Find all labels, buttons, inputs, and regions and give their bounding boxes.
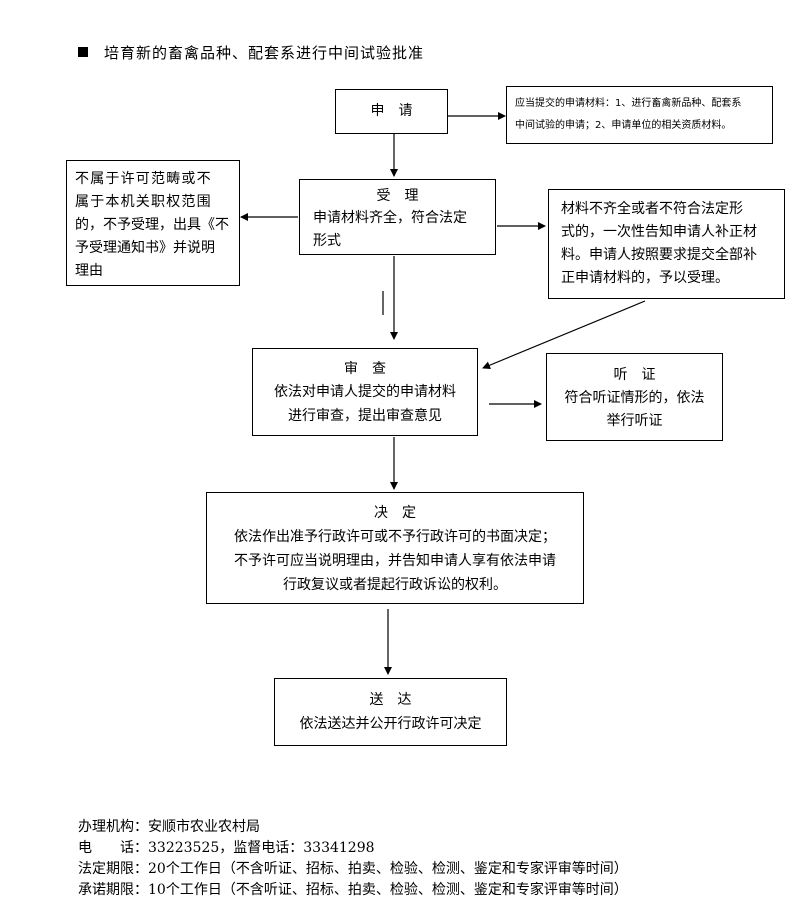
accept-box: 受 理 申请材料齐全，符合法定 形式 [299, 179, 496, 255]
supplement-box: 材料不齐全或者不符合法定形 式的，一次性告知申请人补正材 料。申请人按照要求提交… [548, 189, 785, 299]
apply-materials-note-box: 应当提交的申请材料：1、进行畜禽新品种、配套系 中间试验的申请；2、申请单位的相… [506, 86, 773, 144]
title-text: 培育新的畜禽品种、配套系进行中间试验批准 [104, 44, 425, 62]
supplement-line4: 正申请材料的，予以受理。 [561, 270, 729, 286]
reject-line4: 予受理通知书》并说明 [75, 240, 215, 256]
accept-label: 受 理 [376, 188, 419, 204]
deliver-box: 送 达 依法送达并公开行政许可决定 [274, 678, 507, 746]
apply-label: 申 请 [370, 103, 413, 119]
hearing-box: 听 证 符合听证情形的，依法 举行听证 [546, 353, 723, 441]
accept-line1: 申请材料齐全，符合法定 [313, 210, 467, 226]
apply-box: 申 请 [335, 89, 448, 134]
decision-box: 决 定 依法作出准予行政许可或不予行政许可的书面决定； 不予许可应当说明理由，并… [206, 492, 584, 604]
footer-phone: 电 话：33223525，监督电话：33341298 [78, 840, 375, 856]
review-line2: 进行审查，提出审查意见 [288, 408, 442, 424]
supplement-line3: 料。申请人按照要求提交全部补 [561, 247, 757, 263]
footer-info: 办理机构：安顺市农业农村局 电 话：33223525，监督电话：33341298… [78, 817, 628, 901]
review-label: 审 查 [344, 361, 386, 377]
footer-legal-limit: 法定期限：20个工作日（不含听证、招标、拍卖、检验、检测、鉴定和专家评审等时间） [78, 861, 628, 877]
reject-box: 不属于许可范畴或不 属于本机关职权范围 的，不予受理，出具《不 予受理通知书》并… [66, 160, 240, 286]
review-box: 审 查 依法对申请人提交的申请材料 进行审查，提出审查意见 [252, 348, 478, 436]
supplement-line1: 材料不齐全或者不符合法定形 [561, 201, 743, 217]
footer-agency: 办理机构：安顺市农业农村局 [78, 819, 260, 835]
apply-note-line1: 应当提交的申请材料：1、进行畜禽新品种、配套系 [515, 98, 742, 109]
reject-line3: 的，不予受理，出具《不 [75, 217, 229, 233]
footer-promise-limit: 承诺期限：10个工作日（不含听证、招标、拍卖、检验、检测、鉴定和专家评审等时间） [78, 882, 628, 898]
hearing-line2: 举行听证 [606, 413, 663, 429]
reject-line5: 理由 [75, 263, 103, 279]
apply-note-line2: 中间试验的申请；2、申请单位的相关资质材料。 [515, 120, 732, 131]
decision-line2: 不予许可应当说明理由，并告知申请人享有依法申请 [234, 553, 556, 569]
decision-line1: 依法作出准予行政许可或不予行政许可的书面决定； [234, 529, 556, 545]
decision-label: 决 定 [374, 505, 416, 521]
hearing-line1: 符合听证情形的，依法 [564, 390, 705, 406]
deliver-line1: 依法送达并公开行政许可决定 [299, 716, 482, 732]
deliver-label: 送 达 [369, 692, 412, 708]
hearing-label: 听 证 [613, 367, 656, 383]
reject-line2: 属于本机关职权范围 [75, 194, 212, 210]
square-bullet-icon [78, 47, 88, 57]
page-title: 培育新的畜禽品种、配套系进行中间试验批准 [78, 42, 424, 63]
supplement-line2: 式的，一次性告知申请人补正材 [561, 224, 757, 240]
accept-line2: 形式 [313, 233, 341, 249]
review-line1: 依法对申请人提交的申请材料 [274, 384, 456, 400]
reject-line1: 不属于许可范畴或不 [75, 171, 212, 187]
decision-line3: 行政复议或者提起行政诉讼的权利。 [283, 577, 507, 593]
arrow-supplement-to-review [482, 300, 646, 370]
